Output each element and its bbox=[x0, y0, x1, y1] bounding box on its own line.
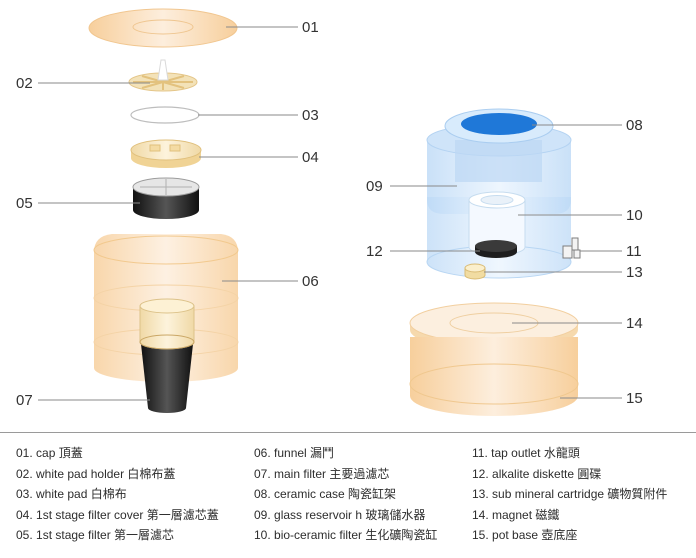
callout-14: 14 bbox=[626, 315, 643, 332]
legend-item: 05. 1st stage filter 第一層濾芯 bbox=[16, 528, 175, 542]
callout-03: 03 bbox=[302, 107, 319, 124]
callout-09: 09 bbox=[366, 178, 383, 195]
callout-01: 01 bbox=[302, 19, 319, 36]
pot-base bbox=[409, 337, 579, 416]
legend-item: 07. main filter 主要過濾芯 bbox=[254, 466, 390, 481]
legend-item: 01. cap 頂蓋 bbox=[16, 446, 83, 460]
legend-column-3: 11. tap outlet 水龍頭 12. alkalite diskette… bbox=[472, 443, 667, 546]
callout-07: 07 bbox=[16, 392, 33, 409]
cap bbox=[88, 8, 238, 48]
callout-02: 02 bbox=[16, 75, 33, 92]
callout-04: 04 bbox=[302, 149, 319, 166]
white-pad bbox=[130, 106, 200, 124]
first-stage-filter-cover bbox=[130, 139, 202, 168]
legend-item: 12. alkalite diskette 圓碟 bbox=[472, 466, 602, 481]
legend-item: 04. 1st stage filter cover 第一層濾芯蓋 bbox=[16, 507, 219, 522]
callout-05: 05 bbox=[16, 195, 33, 212]
main-filter bbox=[139, 298, 195, 413]
legend-item: 10. bio-ceramic filter 生化礦陶瓷缸 bbox=[254, 528, 438, 542]
bio-ceramic-filter bbox=[468, 191, 526, 256]
alkalite-diskette bbox=[475, 240, 517, 258]
sub-mineral-cartridge bbox=[464, 263, 486, 280]
callout-08: 08 bbox=[626, 117, 643, 134]
legend-item: 11. tap outlet 水龍頭 bbox=[472, 446, 580, 460]
legend-item: 15. pot base 壺底座 bbox=[472, 528, 578, 542]
white-pad-holder bbox=[128, 59, 198, 92]
callout-06: 06 bbox=[302, 273, 319, 290]
callout-12: 12 bbox=[366, 243, 383, 260]
exploded-diagram: 01 02 03 04 05 06 07 08 09 10 12 11 13 1… bbox=[16, 8, 643, 416]
tap-outlet bbox=[562, 237, 581, 259]
legend-item: 02. white pad holder 白棉布蓋 bbox=[16, 466, 176, 481]
callout-numbers: 01 02 03 04 05 06 07 08 09 10 12 11 13 1… bbox=[16, 19, 643, 409]
legend-item: 06. funnel 漏鬥 bbox=[254, 446, 335, 460]
legend-item: 08. ceramic case 陶瓷缸架 bbox=[254, 487, 397, 501]
ceramic-case bbox=[426, 108, 572, 278]
callout-15: 15 bbox=[626, 390, 643, 407]
legend-column-1: 01. cap 頂蓋 02. white pad holder 白棉布蓋 03.… bbox=[16, 443, 219, 546]
first-stage-filter bbox=[132, 177, 200, 219]
callout-10: 10 bbox=[626, 207, 643, 224]
legend-item: 09. glass reservoir h 玻璃儲水器 bbox=[254, 507, 426, 522]
legend-item: 14. magnet 磁鐵 bbox=[472, 507, 560, 522]
legend-item: 03. white pad 白棉布 bbox=[16, 487, 127, 501]
parts-legend: 01. cap 頂蓋 02. white pad holder 白棉布蓋 03.… bbox=[0, 432, 696, 558]
legend-column-2: 06. funnel 漏鬥 07. main filter 主要過濾芯 08. … bbox=[254, 443, 437, 546]
callout-13: 13 bbox=[626, 264, 643, 281]
callout-11: 11 bbox=[626, 243, 642, 260]
leader-lines bbox=[38, 26, 622, 401]
legend-item: 13. sub mineral cartridge 礦物質附件 bbox=[472, 487, 668, 501]
